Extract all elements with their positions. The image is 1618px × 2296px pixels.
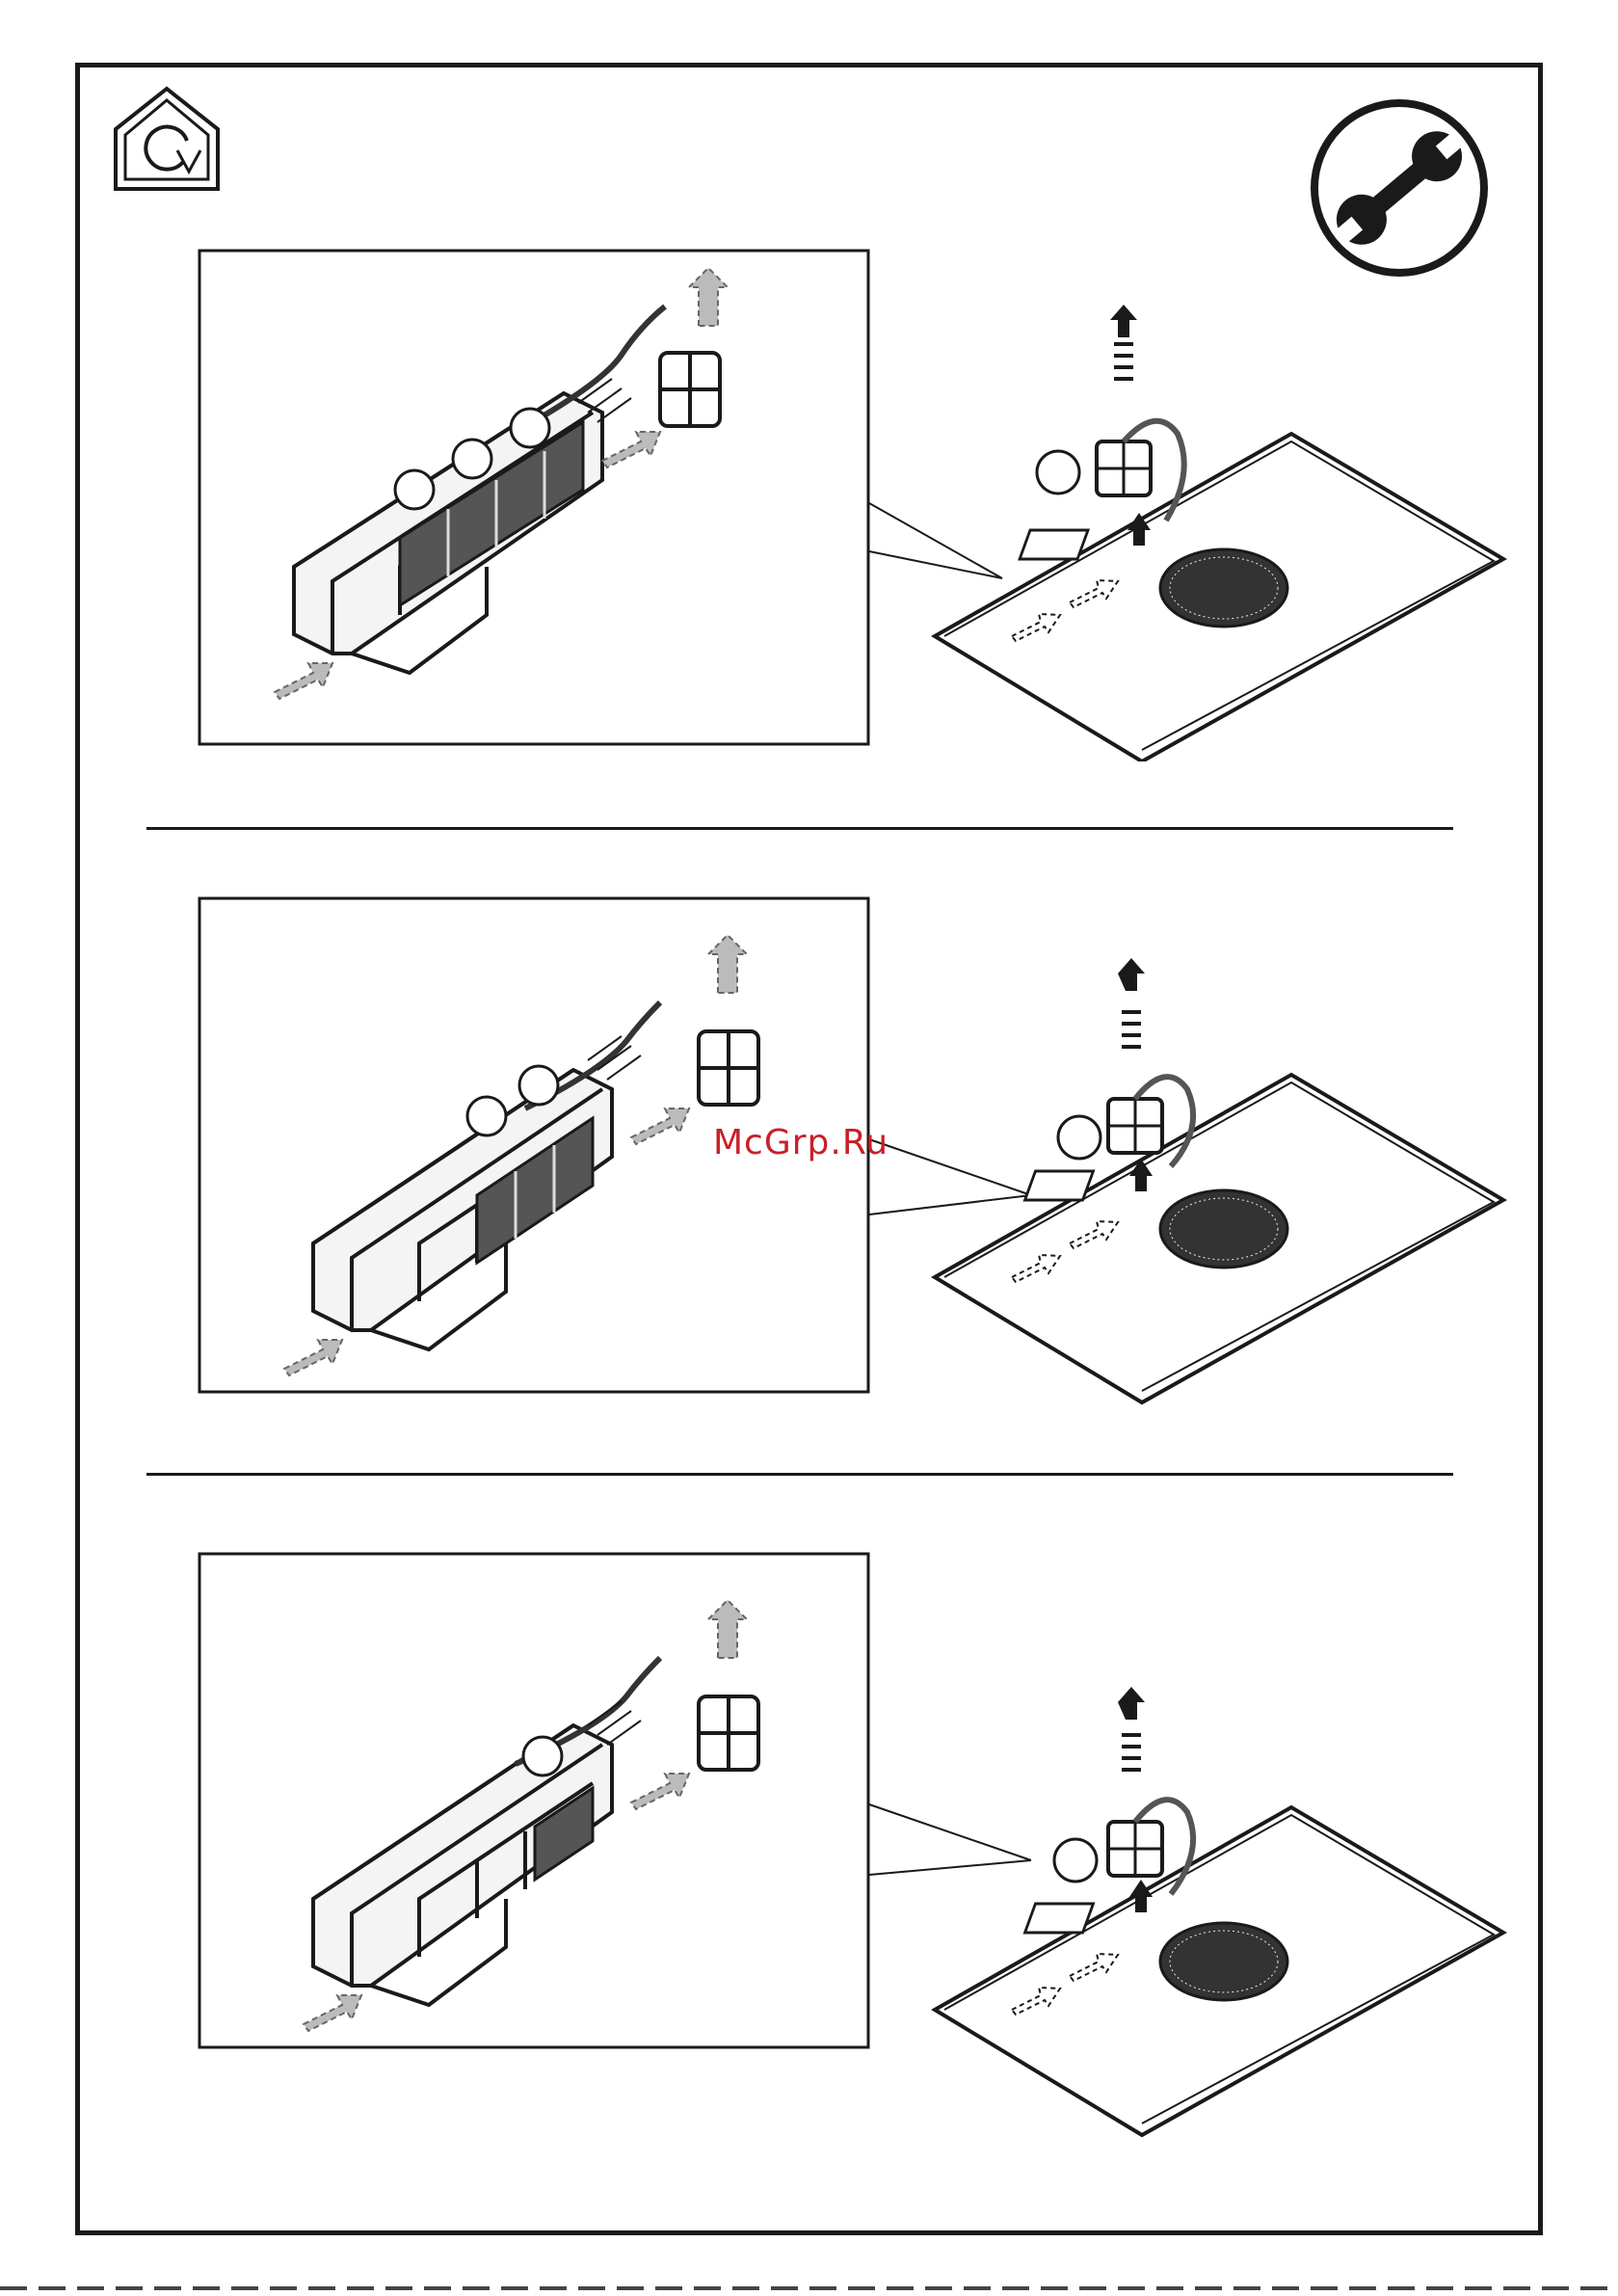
divider-line (146, 1473, 1453, 1476)
hob-overview (925, 289, 1513, 761)
connector-block (1108, 1822, 1162, 1876)
up-arrow-icon (1118, 1687, 1153, 1912)
connector-block (1097, 441, 1151, 495)
callout-circle (1037, 451, 1079, 494)
callout-circle (519, 1066, 558, 1105)
wrench-icon (1306, 96, 1493, 280)
callout-circle (395, 470, 434, 509)
detail-panel (198, 249, 872, 750)
callout-circle (523, 1737, 562, 1775)
page-edge (0, 2286, 1618, 2290)
connector-block (1108, 1099, 1162, 1153)
callout-circle (511, 409, 549, 447)
home-rotate-icon (112, 85, 222, 193)
hob-overview (925, 945, 1513, 1417)
callout-circle (1054, 1839, 1097, 1882)
callout-circle (453, 440, 491, 478)
callout-circle (467, 1097, 506, 1135)
detail-panel (198, 1552, 872, 2051)
callout-circle (1058, 1116, 1101, 1159)
watermark: McGrp.Ru (713, 1123, 889, 1162)
divider-line (146, 827, 1453, 830)
hob-overview (925, 1677, 1513, 2149)
